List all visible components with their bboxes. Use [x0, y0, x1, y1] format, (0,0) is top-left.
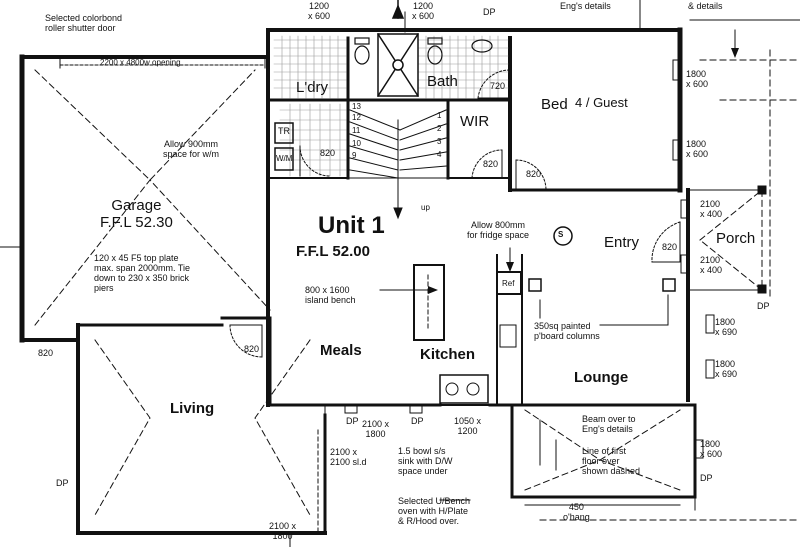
dp-meals: DP	[346, 416, 359, 426]
island-note: 800 x 1600 island bench	[305, 285, 356, 305]
entry-door	[651, 221, 681, 263]
bath-door-dim: 720	[490, 81, 506, 91]
laundry-door-dim: 820	[320, 148, 336, 158]
garage-side-door-dim: 820	[38, 348, 54, 358]
stair-4: 4	[437, 150, 442, 159]
window-1800x690-b: 1800 x 690	[715, 359, 738, 379]
room-bed: Bed	[541, 96, 568, 113]
garage-door-note: Selected colorbond roller shutter door	[45, 13, 123, 33]
oven-note: Selected U/Bench oven with H/Plate & R/H…	[398, 496, 471, 526]
stair-1: 1	[437, 111, 442, 120]
smoke-detector-icon	[553, 226, 573, 246]
dp-top: DP	[483, 7, 496, 17]
fridge-note: Allow 800mm for fridge space	[467, 220, 530, 240]
window-2100x1800: 2100 x 1800	[362, 419, 390, 439]
eng-details-top: Eng's details	[560, 1, 611, 11]
entry-door-dim: 820	[662, 242, 678, 252]
kitchen	[379, 254, 523, 406]
room-porch: Porch	[716, 230, 756, 247]
shower	[376, 0, 420, 98]
window-1800x600-c: 1800 x 600	[700, 439, 723, 459]
living-roof-dashed	[94, 339, 311, 516]
bed-door-dim: 820	[526, 169, 542, 179]
window-dim-2: 1200 x 600	[412, 1, 435, 21]
room-kitchen: Kitchen	[420, 346, 476, 363]
window-1050x1200: 1050 x 1200	[454, 416, 482, 436]
toilets	[354, 37, 493, 65]
window-2100x400-a: 2100 x 400	[700, 199, 723, 219]
stair-3: 3	[437, 137, 442, 146]
s-symbol: S	[558, 230, 564, 239]
columns-note: 350sq painted p'board columns	[534, 321, 600, 341]
garage-roller-door	[59, 56, 266, 69]
overhang-note: 450 o'hang	[563, 502, 590, 522]
lounge-extension	[524, 409, 681, 491]
stair-9: 9	[352, 151, 357, 160]
stair-12: 12	[352, 113, 361, 122]
room-entry: Entry	[604, 234, 640, 251]
window-2100x400-b: 2100 x 400	[700, 255, 723, 275]
stair-11: 11	[352, 126, 361, 135]
window-dim-1: 1200 x 600	[308, 1, 331, 21]
room-wir: WIR	[460, 113, 490, 130]
window-markers	[344, 59, 715, 459]
top-plate-note: 120 x 45 F5 top plate max. span 2000mm. …	[94, 253, 191, 293]
stairs-up-label: up	[421, 203, 430, 212]
dp-kitchen: DP	[411, 416, 424, 426]
garage-opening-note: 2200 x 4800w opening	[100, 58, 181, 67]
stair-2: 2	[437, 124, 442, 133]
meals-door-dim: 820	[244, 344, 260, 354]
room-lounge: Lounge	[574, 369, 629, 386]
wm-space-note: Allow 900mm space for w/m	[163, 139, 220, 159]
sink-note: 1.5 bowl s/s sink with D/W space under	[398, 446, 453, 476]
porch	[687, 49, 771, 301]
room-garage: Garage F.F.L 52.30	[100, 197, 173, 231]
wm-label: W/M	[276, 154, 293, 163]
laundry-door	[299, 145, 331, 177]
bed-door	[515, 159, 547, 191]
unit-ffl: F.F.L 52.00	[296, 243, 370, 260]
details-top-right: & details	[688, 1, 723, 11]
unit-title: Unit 1	[318, 212, 385, 239]
fridge-arrow	[506, 247, 514, 272]
window-2100x1800-b: 2100 x 1800	[269, 521, 297, 541]
room-living: Living	[170, 400, 215, 417]
room-bath: Bath	[427, 73, 458, 90]
wir-door-dim: 820	[483, 159, 499, 169]
bath-door	[477, 69, 511, 99]
tr-wm-boxes	[274, 122, 294, 171]
dp-lounge: DP	[700, 473, 713, 483]
window-1800x690-a: 1800 x 690	[715, 317, 738, 337]
window-1800x600-a: 1800 x 600	[686, 69, 709, 89]
wir-door	[447, 149, 503, 179]
beam-note: Beam over to Eng's details	[582, 414, 636, 434]
laundry-tiles	[273, 35, 509, 177]
tr-label: TR	[278, 126, 290, 136]
living-walls	[76, 316, 327, 535]
stair-10: 10	[352, 139, 361, 148]
meals-door	[229, 324, 263, 358]
dp-living: DP	[56, 478, 69, 488]
stairs	[347, 99, 449, 220]
unit-outer-walls	[266, 27, 697, 499]
dp-porch: DP	[757, 301, 770, 311]
room-laundry: L'dry	[296, 79, 329, 96]
room-bed-suffix: 4 / Guest	[575, 95, 628, 110]
door-2100x2100: 2100 x 2100 sl.d	[330, 447, 367, 467]
ref-label: Ref	[502, 279, 515, 288]
columns	[528, 278, 676, 326]
garage-roof-dashed	[34, 69, 271, 326]
room-meals: Meals	[320, 342, 362, 359]
first-floor-note: Line of first floor over shown dashed	[582, 446, 641, 476]
stair-13: 13	[352, 102, 361, 111]
window-1800x600-b: 1800 x 600	[686, 139, 709, 159]
